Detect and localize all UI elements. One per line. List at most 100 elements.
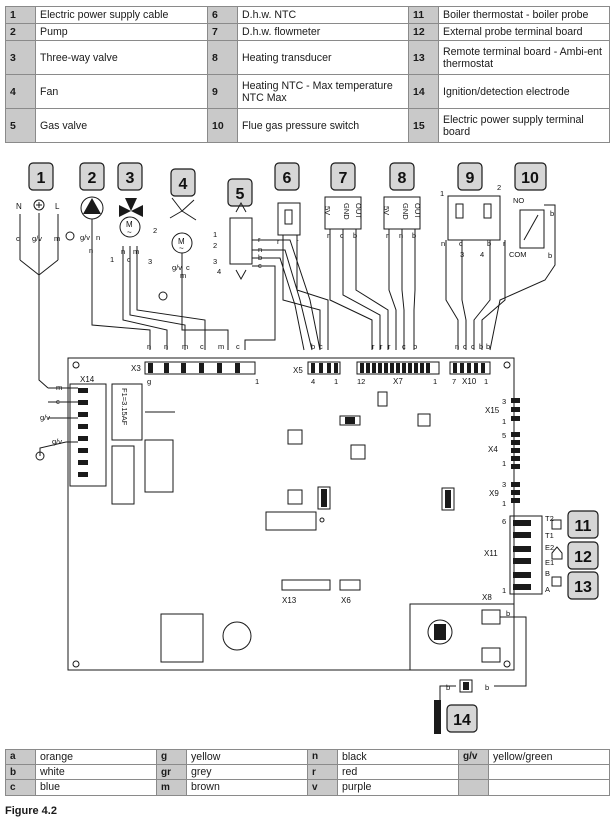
svg-text:5V: 5V <box>323 206 332 215</box>
color-code: gr <box>156 764 187 781</box>
legend-number: 13 <box>408 40 439 76</box>
svg-text:m: m <box>133 247 139 256</box>
connector-x6: X6 <box>339 579 361 605</box>
callout-4: 4 <box>170 168 196 197</box>
legend-number: 5 <box>5 108 36 144</box>
svg-text:~: ~ <box>127 228 132 237</box>
color-name <box>488 764 610 781</box>
svg-text:N: N <box>16 202 22 211</box>
svg-text:2: 2 <box>88 170 97 187</box>
power-supply-cable: N L c g/v m <box>16 199 60 389</box>
legend-number: 14 <box>408 74 439 110</box>
svg-text:b: b <box>487 239 491 248</box>
color-code: r <box>307 764 338 781</box>
svg-text:c: c <box>340 231 344 240</box>
svg-text:r: r <box>372 342 375 351</box>
connector-x9: X9 3 1 <box>489 480 520 508</box>
svg-text:n: n <box>441 239 445 248</box>
color-name: yellow <box>186 748 308 766</box>
three-way-valve: M ~ 2 1 3 n c m <box>110 198 206 350</box>
color-code: b <box>5 764 36 781</box>
color-code: a <box>5 748 36 766</box>
legend-label: Three-way valve <box>35 40 208 76</box>
svg-text:b: b <box>413 342 417 351</box>
svg-text:c: c <box>200 342 204 351</box>
svg-text:14: 14 <box>453 712 471 729</box>
legend-number: 11 <box>408 5 439 25</box>
svg-text:A: A <box>545 585 550 594</box>
legend-number: 1 <box>5 5 36 25</box>
color-code: g <box>156 748 187 766</box>
svg-text:1: 1 <box>502 417 506 426</box>
legend-label: Fan <box>35 74 208 110</box>
svg-text:n: n <box>89 246 93 255</box>
heating-ntc: 1 2 3 4 n c b r <box>440 183 506 350</box>
connector-x7: 12 X7 1 <box>356 361 440 386</box>
ignition-electrode: b b <box>434 679 489 734</box>
svg-text:b: b <box>486 342 490 351</box>
svg-text:g/v: g/v <box>32 234 42 243</box>
svg-text:r: r <box>386 231 389 240</box>
svg-text:1: 1 <box>334 377 338 386</box>
color-code: g/v <box>458 748 489 766</box>
legend-number: 3 <box>5 40 36 76</box>
legend-label: Remote terminal board - Ambi-ent thermos… <box>438 40 610 76</box>
svg-text:X13: X13 <box>282 596 297 605</box>
svg-text:X3: X3 <box>131 364 141 373</box>
svg-text:7: 7 <box>452 377 456 386</box>
top-wire-labels: n n m c m c b c r r r c b n c c b b <box>147 342 490 351</box>
svg-text:OUT: OUT <box>354 203 363 219</box>
svg-text:n: n <box>164 342 168 351</box>
svg-text:X5: X5 <box>293 366 303 375</box>
svg-text:2: 2 <box>213 241 217 250</box>
svg-text:c: c <box>463 342 467 351</box>
color-name: yellow/green <box>488 748 610 766</box>
color-name: orange <box>35 748 157 766</box>
svg-text:g/v: g/v <box>52 437 62 446</box>
svg-text:4: 4 <box>311 377 315 386</box>
callout-6: 6 <box>274 162 300 191</box>
svg-text:X14: X14 <box>80 375 95 384</box>
svg-text:5V: 5V <box>382 206 391 215</box>
svg-text:1: 1 <box>433 377 437 386</box>
svg-text:3: 3 <box>126 170 135 187</box>
connector-x11: X11 6 1 T2 T1 E2 E1 B A <box>484 514 563 595</box>
figure-caption: Figure 4.2 <box>5 805 57 817</box>
svg-text:5: 5 <box>236 186 245 203</box>
relay-block <box>111 445 135 505</box>
connector-x8: X8 b <box>482 593 527 687</box>
svg-text:b: b <box>550 209 554 218</box>
svg-text:4: 4 <box>179 176 188 193</box>
color-code <box>458 779 489 796</box>
fan: M ~ g/v c m <box>158 197 229 350</box>
svg-text:F1=3.15AF: F1=3.15AF <box>120 388 129 426</box>
svg-text:NO: NO <box>513 196 524 205</box>
legend-label: Electric power supply terminal board <box>438 108 610 144</box>
svg-text:g: g <box>147 377 151 386</box>
svg-text:b: b <box>506 609 510 618</box>
color-name: white <box>35 764 157 781</box>
svg-text:4: 4 <box>217 267 221 276</box>
svg-text:OUT: OUT <box>413 203 422 219</box>
svg-text:b: b <box>548 251 552 260</box>
svg-text:g/v: g/v <box>40 413 50 422</box>
callout-7: 7 <box>330 162 356 191</box>
callout-14: 14 <box>446 704 478 733</box>
svg-text:b: b <box>412 231 416 240</box>
connector-x15: X15 3 1 <box>485 397 520 426</box>
color-name: purple <box>337 779 459 796</box>
svg-text:3: 3 <box>213 257 217 266</box>
svg-text:c: c <box>402 342 406 351</box>
callout-11: 11 <box>567 510 599 539</box>
svg-text:12: 12 <box>357 377 365 386</box>
callout-12: 12 <box>567 541 599 570</box>
svg-text:r: r <box>277 237 280 246</box>
flue-gas-pressure-switch: NO COM b b <box>489 196 556 351</box>
svg-text:1: 1 <box>484 377 488 386</box>
svg-text:1: 1 <box>502 499 506 508</box>
color-name <box>488 779 610 796</box>
legend-label: External probe terminal board <box>438 23 610 42</box>
